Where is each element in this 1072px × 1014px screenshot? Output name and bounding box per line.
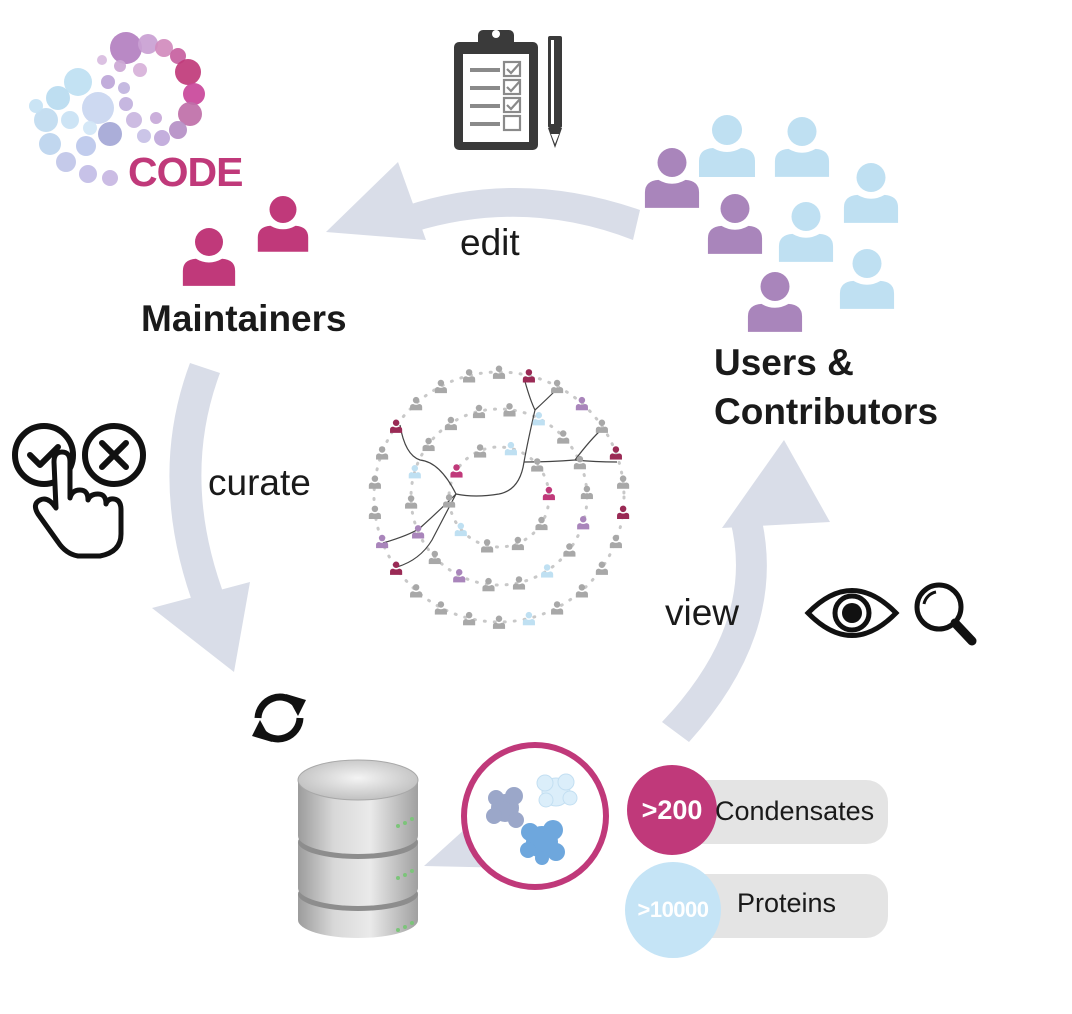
- network-person-node: [573, 455, 586, 470]
- logo-bubble: [114, 60, 126, 72]
- logo-bubble: [79, 165, 97, 183]
- magnifier-icon: [914, 582, 977, 646]
- sync-icon: [252, 693, 306, 743]
- pencil-icon: [548, 36, 562, 148]
- database-icon: [297, 759, 419, 938]
- logo-bubble: [34, 108, 58, 132]
- logo-bubble: [155, 39, 173, 57]
- network-person-node: [410, 396, 423, 411]
- logo-bubble: [39, 133, 61, 155]
- logo-bubble: [102, 170, 118, 186]
- condensate-zoom: [424, 742, 609, 890]
- logo-bubble: [154, 130, 170, 146]
- logo-bubble: [76, 136, 96, 156]
- maintainer-person-icons: [182, 196, 309, 286]
- community-network: [368, 365, 630, 629]
- clipboard-checklist-icon: [454, 30, 538, 150]
- condensates-count: >200: [641, 794, 703, 825]
- condensates-count-badge: >200: [627, 765, 717, 855]
- logo-bubble: [83, 121, 97, 135]
- logo-bubble: [150, 112, 162, 124]
- proteins-label: Proteins: [737, 888, 837, 918]
- edit-label: edit: [460, 222, 520, 263]
- logo-bubble: [56, 152, 76, 172]
- network-person-node: [444, 416, 457, 431]
- logo-bubble: [183, 83, 205, 105]
- network-person-node: [410, 584, 423, 598]
- logo-bubble: [133, 63, 147, 77]
- view-label: view: [665, 592, 740, 633]
- x-circle-icon: [82, 423, 146, 487]
- logo-bubble: [61, 111, 79, 129]
- network-person-node: [617, 505, 630, 520]
- logo-bubble: [169, 121, 187, 139]
- network-person-node: [368, 475, 381, 489]
- curate-label: curate: [208, 462, 311, 503]
- logo-bubble: [118, 82, 130, 94]
- network-person-node: [434, 379, 447, 394]
- users-contributors-line2: Contributors: [714, 391, 939, 432]
- logo-bubble: [175, 59, 201, 85]
- proteins-count: >10000: [637, 897, 709, 922]
- logo-bubble: [97, 55, 107, 65]
- curate-arrow: [152, 363, 250, 672]
- logo-bubble: [64, 68, 92, 96]
- logo-bubble: [110, 32, 142, 64]
- logo-bubble: [137, 129, 151, 143]
- network-person-node: [474, 444, 487, 458]
- network-person-node: [434, 601, 447, 615]
- eye-icon: [804, 588, 900, 638]
- network-person-node: [390, 561, 403, 575]
- logo-bubble: [178, 102, 202, 126]
- network-person-node: [535, 516, 548, 531]
- users-contributors-line1: Users &: [714, 342, 854, 383]
- logo-bubble: [138, 34, 158, 54]
- logo-bubble: [46, 86, 70, 110]
- network-person-node: [376, 446, 389, 460]
- network-person-node: [551, 601, 564, 615]
- condensate-droplets: [486, 773, 578, 865]
- condensates-label: Condensates: [715, 796, 875, 826]
- pointing-hand-icon: [32, 449, 124, 559]
- view-arrow: [662, 440, 830, 742]
- network-person-node: [609, 534, 622, 549]
- network-person-node: [577, 516, 590, 530]
- logo-bubble: [29, 99, 43, 113]
- logo-bubble: [101, 75, 115, 89]
- proteins-count-badge: >10000: [625, 862, 721, 958]
- users-person-icons: [644, 115, 899, 332]
- network-person-node: [368, 505, 381, 520]
- logo-bubble: [170, 48, 186, 64]
- logo-bubble: [119, 97, 133, 111]
- logo-bubble: [126, 112, 142, 128]
- maintainers-label: Maintainers: [141, 298, 347, 339]
- logo-bubble: [98, 122, 122, 146]
- logo-bubble: [82, 92, 114, 124]
- logo-bubble-cluster: [29, 32, 205, 186]
- network-person-node: [580, 485, 593, 500]
- edit-arrow: [326, 162, 640, 240]
- logo-text: CODE: [128, 149, 243, 195]
